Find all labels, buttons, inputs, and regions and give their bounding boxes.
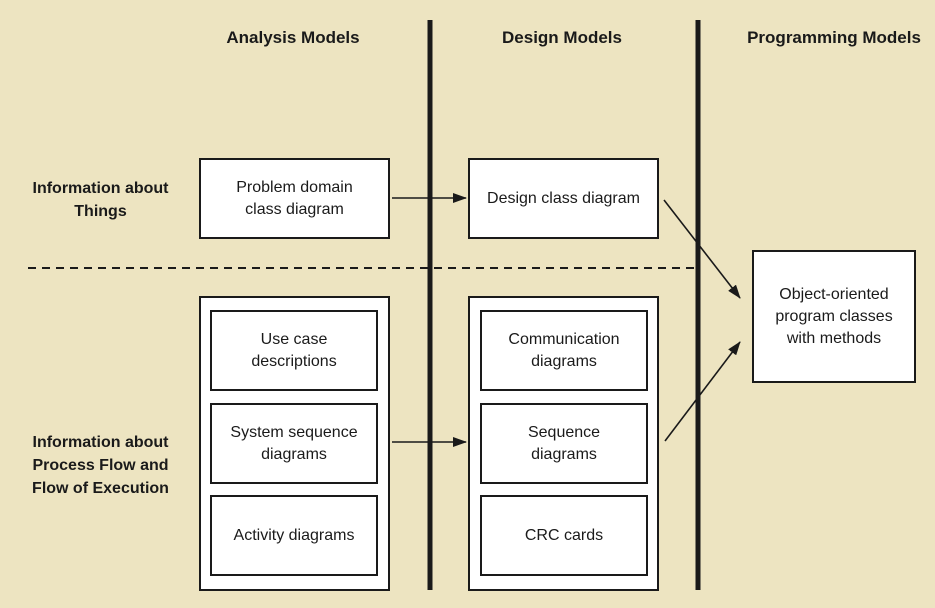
oo-program-classes-box: Object-oriented program classes with met… [752, 250, 916, 383]
sequence-diagrams-box: Sequence diagrams [480, 403, 648, 484]
arrow-design-class-to-oo-classes [663, 199, 741, 299]
design-class-diagram-box: Design class diagram [468, 158, 659, 239]
arrow-sequence-to-oo-classes [664, 341, 741, 442]
column-title-analysis: Analysis Models [226, 28, 360, 47]
activity-diagrams-box: Activity diagrams [210, 495, 378, 576]
column-title-programming: Programming Models [747, 28, 921, 47]
row-label-process: Information about Process Flow and Flow … [32, 434, 169, 497]
communication-diagrams-box: Communication diagrams [480, 310, 648, 391]
system-sequence-diagrams-box: System sequence diagrams [210, 403, 378, 484]
row-label-things: Information about Things [32, 180, 169, 220]
column-title-design: Design Models [502, 28, 622, 47]
crc-cards-box: CRC cards [480, 495, 648, 576]
problem-domain-class-diagram-box: Problem domain class diagram [199, 158, 390, 239]
use-case-descriptions-box: Use case descriptions [210, 310, 378, 391]
